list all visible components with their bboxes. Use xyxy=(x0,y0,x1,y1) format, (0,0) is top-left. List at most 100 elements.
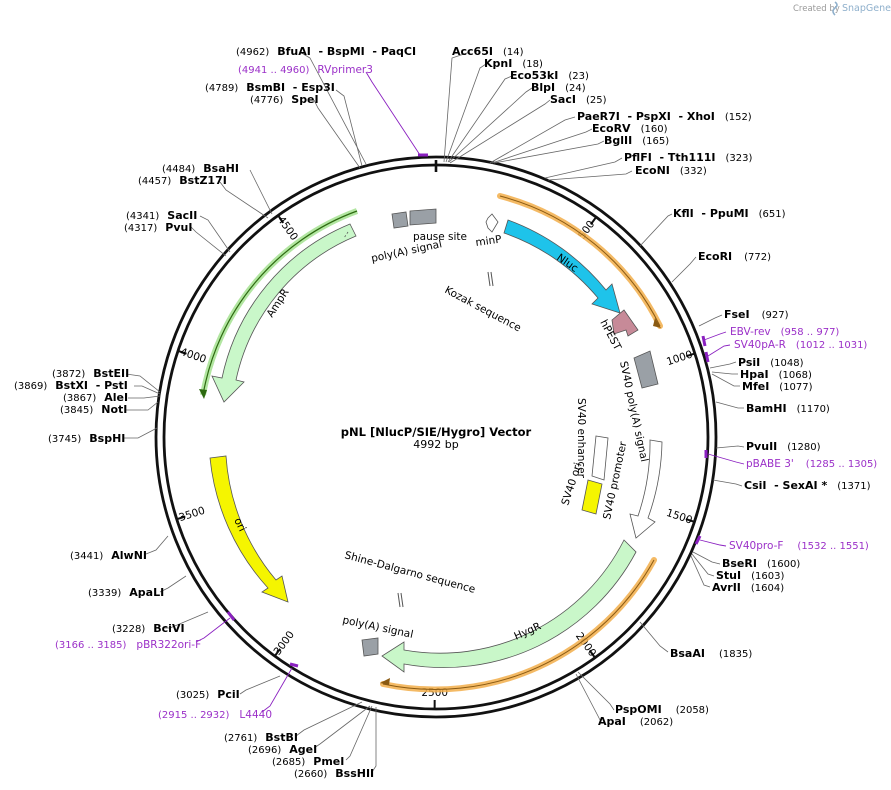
site-bcivi[interactable]: BciVI xyxy=(153,622,184,635)
site-bseri[interactable]: BseRI xyxy=(722,557,757,570)
site-kpni[interactable]: KpnI xyxy=(484,57,512,70)
left-site-labels: (4962)BfuAI - BspMI - PaqCI (4789)BsmBI … xyxy=(14,45,416,780)
snapgene-logo-icon xyxy=(832,1,838,16)
site-eco53ki[interactable]: Eco53kI xyxy=(510,69,558,82)
site-bfuai-pos: (4962) xyxy=(236,47,269,58)
site-stui[interactable]: StuI xyxy=(716,569,741,582)
svg-text:AvrII(1604): AvrII(1604) xyxy=(712,581,784,594)
site-bstbi-pos: (2761) xyxy=(224,733,257,744)
plasmid-title: pNL [NlucP/SIE/Hygro] Vector xyxy=(341,425,532,439)
shine-dalgarno-feature[interactable]: Shine-Dalgarno sequence xyxy=(343,549,477,608)
primer-sv40pro-f[interactable]: SV40pro-F xyxy=(729,540,783,552)
orange-arc-top-right xyxy=(497,193,663,329)
tick-mark-1500 xyxy=(685,518,694,523)
site-pmei-pos: (2685) xyxy=(272,757,305,768)
tick-label-4500: 4500 xyxy=(275,214,300,243)
site-econi[interactable]: EcoNI xyxy=(635,164,670,177)
site-apali-pos: (3339) xyxy=(88,588,121,599)
ori-feature[interactable]: ori xyxy=(209,455,289,603)
orange-arc-bottom xyxy=(380,557,657,693)
svg-text:(3339)ApaLI: (3339) ApaLI xyxy=(88,586,164,599)
site-bstbi[interactable]: BstBI xyxy=(265,731,298,744)
site-bcivi-pos: (3228) xyxy=(112,624,145,635)
pause-site-feature[interactable]: pause site xyxy=(409,208,467,243)
site-ecori[interactable]: EcoRI xyxy=(698,250,732,263)
site-pflfi[interactable]: PflFI - Tth111I xyxy=(624,151,716,164)
site-hpai[interactable]: HpaI xyxy=(740,368,769,381)
svg-text:SV40pro-F(1532 .. 1551): SV40pro-F(1532 .. 1551) xyxy=(729,540,869,552)
site-bamhi[interactable]: BamHI xyxy=(746,402,787,415)
site-bsteii[interactable]: BstEII xyxy=(93,367,129,380)
site-kfli-pos: (651) xyxy=(759,209,786,220)
site-pmei[interactable]: PmeI xyxy=(313,755,344,768)
minp-feature[interactable]: minP xyxy=(475,213,503,249)
site-bsahi[interactable]: BsaHI xyxy=(203,162,239,175)
sv40-enhancer-feature[interactable]: SV40 enhancer xyxy=(575,398,609,481)
ori-label: ori xyxy=(231,516,248,534)
primer-labels: (4941 .. 4960)RVprimer3 EBV-rev(958 .. 9… xyxy=(55,64,877,721)
site-bsaai[interactable]: BsaAI xyxy=(670,647,705,660)
minp-label: minP xyxy=(475,233,503,249)
svg-text:EcoRI(772): EcoRI(772) xyxy=(698,250,771,263)
site-kpni-pos: (18) xyxy=(522,59,543,70)
site-mfei[interactable]: MfeI xyxy=(742,380,769,393)
primer-rvprimer3[interactable]: RVprimer3 xyxy=(317,64,373,76)
primer-pbabe3[interactable]: pBABE 3' xyxy=(746,458,794,470)
site-agei[interactable]: AgeI xyxy=(289,743,317,756)
svg-text:(3441)AlwNI: (3441)AlwNI xyxy=(70,549,147,562)
svg-text:BsaAI(1835): BsaAI(1835) xyxy=(670,647,752,660)
site-bsshii[interactable]: BssHII xyxy=(335,767,374,780)
hpest-feature[interactable]: hPEST xyxy=(597,309,639,353)
primer-sv40pa-r-range: (1012 .. 1031) xyxy=(796,340,868,351)
site-pvui[interactable]: PvuI xyxy=(165,221,192,234)
right-site-leaders xyxy=(443,51,745,721)
primer-l4440[interactable]: L4440 xyxy=(239,709,272,721)
primer-l4440-range: (2915 .. 2932) xyxy=(158,710,230,721)
site-blpi[interactable]: BlpI xyxy=(531,81,555,94)
sv40-promoter-feature[interactable]: SV40 promoter xyxy=(601,439,663,539)
site-sacii[interactable]: SacII xyxy=(167,209,197,222)
site-acc65i[interactable]: Acc65I xyxy=(452,45,493,58)
site-bglii-pos: (165) xyxy=(642,136,669,147)
site-noti[interactable]: NotI xyxy=(101,403,127,416)
primer-pbr322ori-f[interactable]: pBR322ori-F xyxy=(136,639,201,651)
site-bsahi-pos: (4484) xyxy=(162,164,195,175)
nluc-feature[interactable]: Nluc xyxy=(503,219,621,314)
svg-text:(3869)BstXI - PstI: (3869)BstXI - PstI xyxy=(14,379,128,392)
site-bfuai[interactable]: BfuAI - BspMI - PaqCI xyxy=(277,45,416,58)
kozak-feature[interactable]: Kozak sequence xyxy=(443,271,523,334)
tick-mark-4500 xyxy=(277,215,285,224)
site-ecorv[interactable]: EcoRV xyxy=(592,122,631,135)
svg-text:(4341)SacII: (4341)SacII xyxy=(126,209,197,222)
site-bstz17i[interactable]: BstZ17I xyxy=(179,174,227,187)
svg-text:BamHI(1170): BamHI(1170) xyxy=(746,402,830,415)
site-apai[interactable]: ApaI xyxy=(598,715,626,728)
site-bglii[interactable]: BglII xyxy=(604,134,632,147)
site-pvuii[interactable]: PvuII xyxy=(746,440,777,453)
site-alei[interactable]: AleI xyxy=(104,391,128,404)
site-saci[interactable]: SacI xyxy=(550,93,576,106)
site-pspomi[interactable]: PspOMI xyxy=(615,703,662,716)
primer-marks xyxy=(195,71,745,713)
svg-text:(2761)BstBI: (2761) BstBI xyxy=(224,731,298,744)
site-csii[interactable]: CsiI - SexAI * xyxy=(744,479,827,492)
site-pcii[interactable]: PciI xyxy=(217,688,239,701)
primer-sv40pa-r[interactable]: SV40pA-R xyxy=(734,339,786,351)
site-spei[interactable]: SpeI xyxy=(291,93,318,106)
site-hpai-pos: (1068) xyxy=(779,370,812,381)
site-bsmbi[interactable]: BsmBI - Esp3I xyxy=(246,81,335,94)
svg-text:(3845)NotI: (3845)NotI xyxy=(60,403,127,416)
site-bstxi[interactable]: BstXI - PstI xyxy=(55,379,128,392)
site-fsei[interactable]: FseI xyxy=(724,308,750,321)
site-bsphi[interactable]: BspHI xyxy=(89,432,125,445)
site-apali[interactable]: ApaLI xyxy=(129,586,164,599)
site-psii[interactable]: PsiI xyxy=(738,356,760,369)
site-paer7i[interactable]: PaeR7I - PspXI - XhoI xyxy=(577,110,715,123)
credit-brand[interactable]: SnapGene xyxy=(842,3,891,14)
primer-ebv-rev[interactable]: EBV-rev xyxy=(730,326,771,338)
site-alwni[interactable]: AlwNI xyxy=(111,549,147,562)
site-avrii[interactable]: AvrII xyxy=(712,581,741,594)
site-kfli[interactable]: KflI - PpuMI xyxy=(673,207,749,220)
plasmid-length: 4992 bp xyxy=(413,438,458,451)
